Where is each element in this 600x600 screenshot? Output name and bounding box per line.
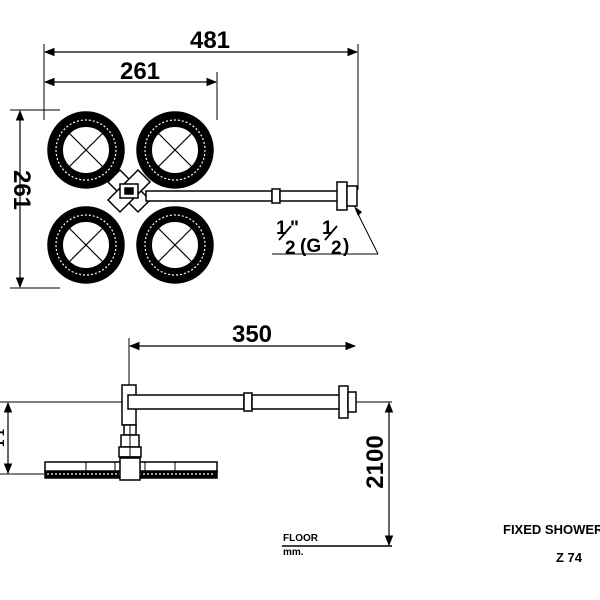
- thread-close: ): [343, 236, 349, 257]
- drawing-title: FIXED SHOWER: [503, 522, 600, 537]
- nozzle-ring-top-left: [47, 111, 125, 189]
- thread-inch-mark: ": [290, 218, 299, 239]
- shower-arm-top: [145, 181, 358, 211]
- top-view: 481 261 261: [8, 27, 379, 289]
- dim-head-width-label: 261: [120, 58, 160, 85]
- nozzle-ring-top-right: [136, 111, 214, 189]
- floor-label: FLOOR: [283, 533, 319, 544]
- thread-frac2-num: 1: [322, 218, 333, 239]
- dim-head-width: [43, 72, 218, 120]
- dim-height-label: 2100: [362, 435, 389, 488]
- thread-frac1-den: 2: [285, 238, 296, 259]
- riser-pipe: [121, 384, 357, 426]
- thread-spec: 1 " 2 (G 1 2 ): [276, 218, 349, 259]
- dim-arm-length: [128, 338, 357, 388]
- dim-partial-label: 1 1: [0, 429, 7, 447]
- center-hub: [106, 168, 152, 214]
- dim-head-height-label: 261: [8, 170, 35, 210]
- nozzle-ring-bottom-left: [47, 206, 125, 284]
- thread-open: (G: [300, 236, 321, 257]
- model-code: Z 74: [556, 550, 583, 565]
- dim-overall-width-label: 481: [190, 27, 230, 54]
- units-label: mm.: [283, 547, 304, 558]
- thread-frac1-num: 1: [276, 218, 287, 239]
- dim-partial: [0, 401, 44, 475]
- nozzle-ring-bottom-right: [136, 206, 214, 284]
- thread-frac2-den: 2: [331, 238, 342, 259]
- shower-head-side: [44, 457, 218, 481]
- dim-arm-length-label: 350: [232, 321, 272, 348]
- side-view: 350 1 1: [0, 321, 394, 547]
- thread-leader: [272, 206, 379, 255]
- dim-head-height: [10, 109, 60, 289]
